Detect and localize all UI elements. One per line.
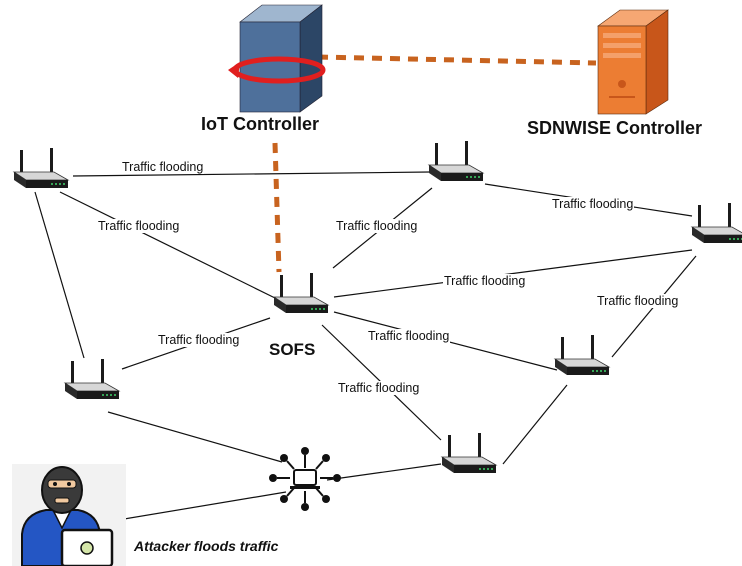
sofs-label: SOFS xyxy=(269,340,316,359)
iot-controller-label: IoT Controller xyxy=(201,114,319,134)
control-link-iot-sdnwise xyxy=(317,54,597,66)
laptop-icon xyxy=(60,528,114,566)
edge-label-r3-r5: Traffic flooding xyxy=(596,294,680,308)
hub-icon xyxy=(269,447,341,511)
edge-attacker-hub xyxy=(117,491,287,521)
router-icon-5 xyxy=(554,334,610,376)
edge-label-r2-r3: Traffic flooding xyxy=(551,197,635,211)
router-icon-3 xyxy=(691,202,742,244)
edge-sofs-r3 xyxy=(333,249,693,298)
edge-label-sofs-r6: Traffic flooding xyxy=(337,381,421,395)
router-icon-2 xyxy=(428,140,484,182)
edge-label-r1-sofs: Traffic flooding xyxy=(97,219,181,233)
control-link-iot-sofs xyxy=(272,142,282,273)
sdnwise-server-icon xyxy=(597,9,669,115)
router-icon-6 xyxy=(441,432,497,474)
edge-r5-r6 xyxy=(502,384,568,465)
edge-hub-r6 xyxy=(326,463,442,481)
router-icon-1 xyxy=(13,147,69,189)
edge-label-r2-sofs: Traffic flooding xyxy=(335,219,419,233)
edge-label-sofs-r4: Traffic flooding xyxy=(157,333,241,347)
edge-label-sofs-r3: Traffic flooding xyxy=(443,274,527,288)
edge-r1-r2 xyxy=(72,171,431,177)
attacker-label: Attacker floods traffic xyxy=(134,538,279,554)
sofs-router-icon xyxy=(273,272,329,314)
edge-r1-sofs xyxy=(59,191,276,299)
router-icon-4 xyxy=(64,358,120,400)
iot-server-icon xyxy=(228,4,326,113)
edge-label-r1-r2: Traffic flooding xyxy=(121,160,205,174)
edge-r1-r4 xyxy=(34,191,85,359)
sdnwise-controller-label: SDNWISE Controller xyxy=(527,118,703,138)
edge-label-sofs-r5: Traffic flooding xyxy=(367,329,451,343)
edge-r4-hub xyxy=(107,411,283,463)
